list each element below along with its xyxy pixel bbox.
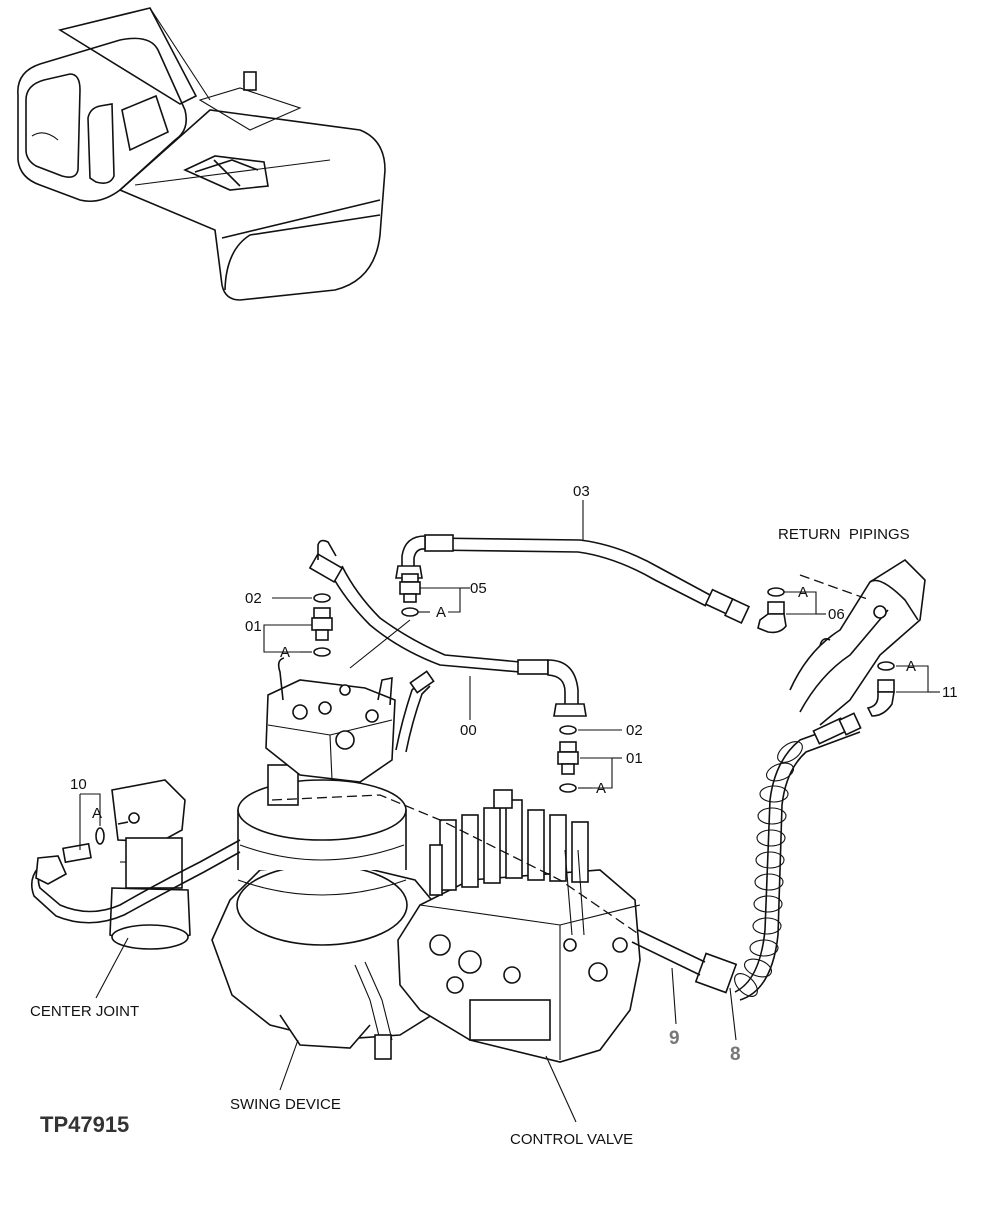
excavator-locator-sketch <box>17 7 386 301</box>
callout-8: 8 <box>730 1044 741 1065</box>
label-control-valve: CONTROL VALVE <box>510 1131 633 1148</box>
callout-00: 00 <box>460 722 477 739</box>
hose-8-spring-guard <box>734 741 803 997</box>
callout-a-right: A <box>596 780 606 797</box>
oring-a-10 <box>95 827 105 845</box>
callout-10: 10 <box>70 776 87 793</box>
oring-a-right <box>559 783 577 793</box>
hidden-pipe-dashed-line <box>271 794 641 936</box>
hose-9 <box>631 929 706 976</box>
callout-a-06: A <box>798 584 808 601</box>
swing-relief-valve-block <box>265 657 435 783</box>
oring-a-left <box>313 647 331 657</box>
callout-9: 9 <box>669 1028 680 1049</box>
callout-a-11: A <box>906 658 916 675</box>
callout-labels: 03 02 01 A 05 A 00 02 01 A A 06 A 11 10 … <box>30 483 958 1148</box>
hose-10 <box>30 839 241 924</box>
elbow-11 <box>866 679 895 717</box>
oring-02-right <box>559 725 577 735</box>
leader-lines <box>79 500 940 1123</box>
hose-8 <box>694 712 862 1001</box>
callout-02-left: 02 <box>245 590 262 607</box>
callout-01-right: 01 <box>626 750 643 767</box>
adapter-01-left <box>311 607 333 641</box>
return-pipings-assembly <box>789 558 926 726</box>
hose-00 <box>308 539 587 717</box>
callout-11: 11 <box>942 684 958 701</box>
label-center-joint: CENTER JOINT <box>30 1003 139 1020</box>
callout-05: 05 <box>470 580 487 597</box>
fittings-and-orings <box>95 573 895 845</box>
oring-a-06 <box>767 587 785 597</box>
control-valve <box>397 789 641 1063</box>
callout-01-left: 01 <box>245 618 262 635</box>
oring-a-05 <box>401 607 419 617</box>
hose-03 <box>395 534 751 625</box>
oring-02-left <box>313 593 331 603</box>
center-joint <box>109 779 191 950</box>
callout-06: 06 <box>828 606 845 623</box>
callout-03: 03 <box>573 483 590 500</box>
callout-a-left: A <box>280 644 290 661</box>
callout-a-05: A <box>436 604 446 621</box>
oring-a-11 <box>877 661 895 671</box>
adapter-05 <box>399 573 421 603</box>
swing-device <box>211 764 456 1060</box>
label-return-pipings: RETURN PIPINGS <box>778 526 910 543</box>
drawing-code: TP47915 <box>40 1112 129 1137</box>
callout-02-right: 02 <box>626 722 643 739</box>
callout-a-10: A <box>92 805 102 822</box>
elbow-06 <box>757 601 787 634</box>
adapter-01-right <box>557 741 579 775</box>
label-swing-device: SWING DEVICE <box>230 1096 341 1113</box>
